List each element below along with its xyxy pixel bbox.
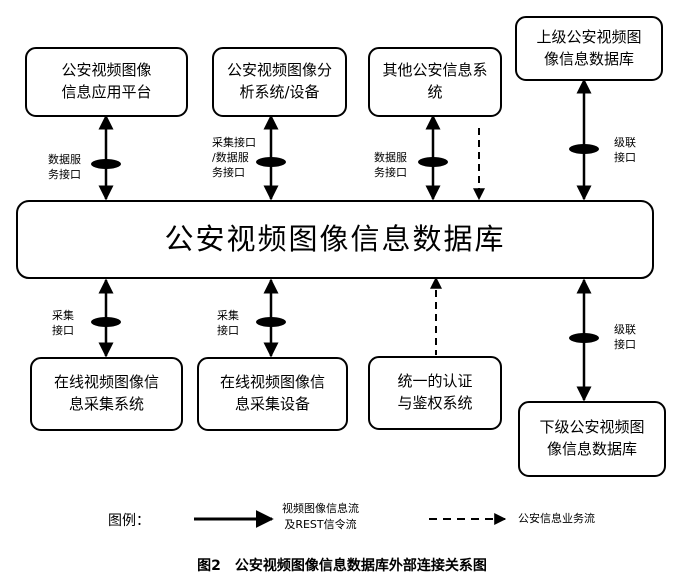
interface-label-data-service-2: 数据服 务接口 bbox=[374, 151, 407, 179]
connector-online-collect-device bbox=[256, 278, 286, 358]
auth-system-box: 统一的认证 与鉴权系统 bbox=[368, 356, 502, 430]
legend-label: 图例： bbox=[108, 513, 150, 529]
interface-node bbox=[91, 317, 121, 327]
connector-analysis-system bbox=[256, 114, 286, 201]
interface-label-collect-1: 采集 接口 bbox=[52, 309, 74, 337]
interface-label-collect-2: 采集 接口 bbox=[217, 309, 239, 337]
legend-solid-text: 视频图像信息流 及REST信令流 bbox=[282, 502, 359, 531]
main-database-box: 公安视频图像信息数据库 bbox=[16, 200, 654, 279]
interface-label-cascade-lower: 级联 接口 bbox=[614, 323, 636, 351]
interface-label-collect-data-service: 采集接口 /数据服 务接口 bbox=[212, 136, 256, 179]
analysis-system-box: 公安视频图像分 析系统/设备 bbox=[212, 47, 347, 117]
other-system-box: 其他公安信息系 统 bbox=[368, 47, 502, 117]
figure-caption: 图2 公安视频图像信息数据库外部连接关系图 bbox=[197, 558, 487, 574]
lower-db-box: 下级公安视频图 像信息数据库 bbox=[518, 401, 666, 477]
app-platform-box: 公安视频图像 信息应用平台 bbox=[25, 47, 188, 117]
interface-node bbox=[569, 333, 599, 343]
interface-node bbox=[256, 157, 286, 167]
connector-other-system-solid bbox=[418, 114, 448, 201]
interface-label-cascade-upper: 级联 接口 bbox=[614, 136, 636, 164]
online-collect-system-box: 在线视频图像信 息采集系统 bbox=[30, 357, 183, 431]
connector-upper-db bbox=[569, 78, 599, 201]
connector-online-collect-system bbox=[91, 278, 121, 358]
connector-app-platform bbox=[91, 114, 121, 201]
interface-label-data-service-1: 数据服 务接口 bbox=[48, 153, 81, 181]
connector-lower-db bbox=[569, 278, 599, 402]
interface-node bbox=[569, 144, 599, 154]
interface-node bbox=[91, 159, 121, 169]
legend-dashed-text: 公安信息业务流 bbox=[518, 512, 595, 525]
interface-node bbox=[418, 157, 448, 167]
upper-db-box: 上级公安视频图 像信息数据库 bbox=[515, 16, 663, 81]
online-collect-device-box: 在线视频图像信 息采集设备 bbox=[197, 357, 348, 431]
interface-node bbox=[256, 317, 286, 327]
